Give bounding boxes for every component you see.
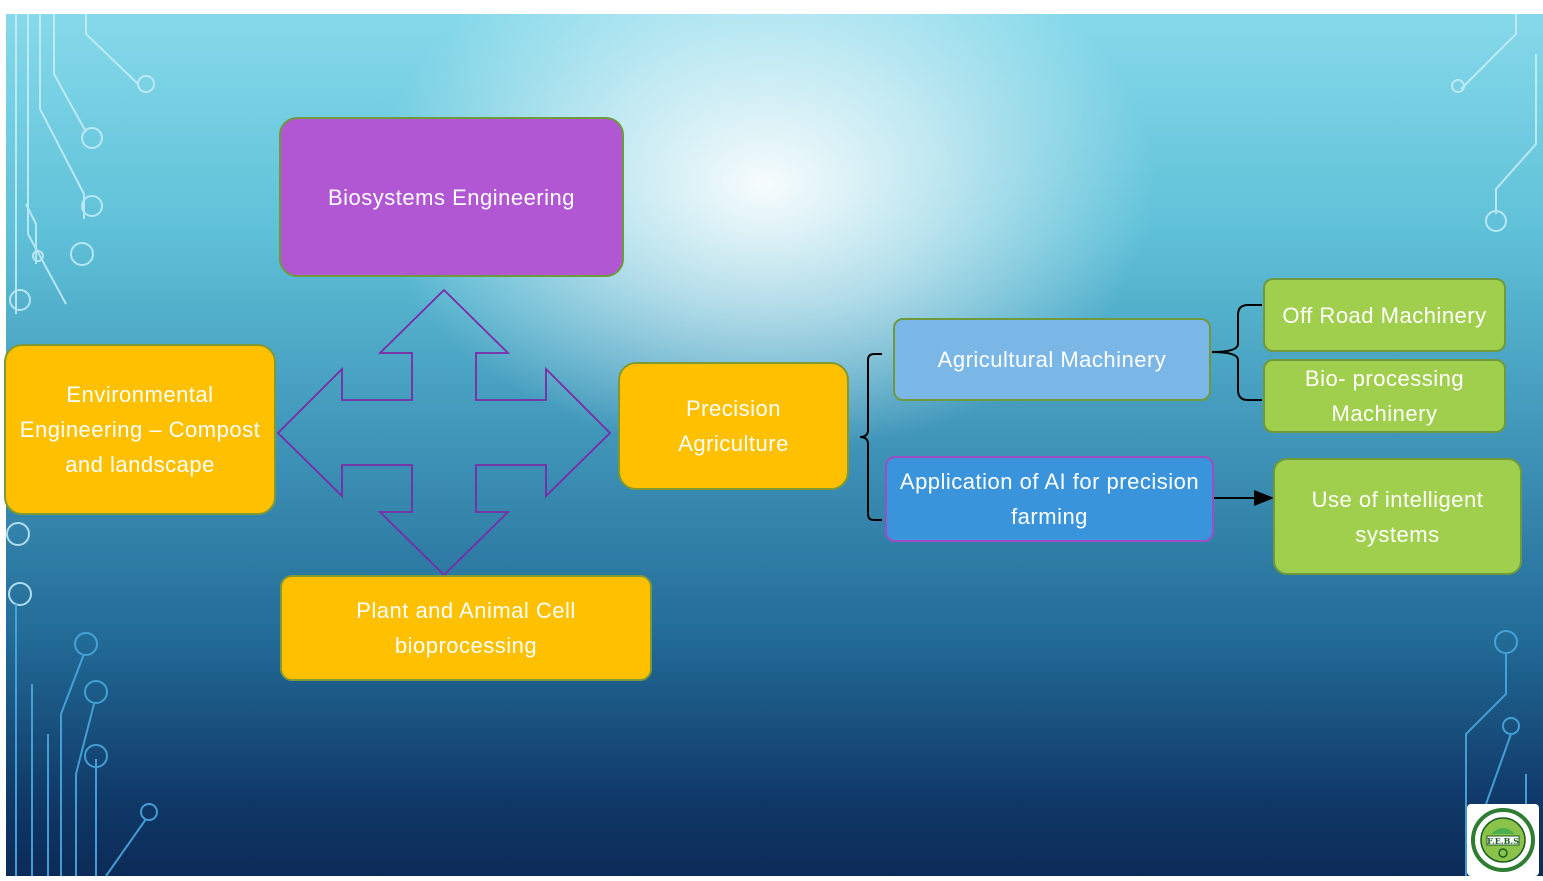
agricultural-machinery-label: Agricultural Machinery bbox=[937, 347, 1167, 372]
febs-logo: F.E.B.S bbox=[1467, 804, 1539, 876]
environmental-engineering-label: Environmental Engineering – Compost and … bbox=[19, 382, 261, 477]
off-road-machinery-box: Off Road Machinery bbox=[1263, 278, 1506, 352]
machinery-bracket bbox=[1211, 304, 1262, 401]
intelligent-systems-box: Use of intelligent systems bbox=[1273, 458, 1522, 575]
precision-agriculture-box: Precision Agriculture bbox=[618, 362, 849, 490]
ai-application-label: Application of AI for precision farming bbox=[899, 469, 1200, 529]
svg-text:F.E.B.S: F.E.B.S bbox=[1487, 836, 1519, 846]
biosystems-engineering-label: Biosystems Engineering bbox=[327, 184, 575, 210]
circuit-decoration bbox=[6, 14, 1537, 876]
agricultural-machinery-box: Agricultural Machinery bbox=[893, 318, 1211, 401]
biosystems-engineering-box: Biosystems Engineering bbox=[279, 117, 624, 277]
plant-animal-cell-label: Plant and Animal Cell bioprocessing bbox=[356, 598, 576, 658]
intelligent-systems-label: Use of intelligent systems bbox=[1311, 486, 1484, 547]
febs-logo-icon: F.E.B.S bbox=[1471, 808, 1535, 872]
four-way-arrow bbox=[276, 288, 612, 577]
environmental-engineering-box: Environmental Engineering – Compost and … bbox=[4, 344, 276, 515]
plant-animal-cell-box: Plant and Animal Cell bioprocessing bbox=[280, 575, 652, 681]
bio-processing-machinery-box: Bio- processing Machinery bbox=[1263, 359, 1506, 433]
off-road-machinery-label: Off Road Machinery bbox=[1282, 302, 1487, 328]
bio-processing-machinery-label: Bio- processing Machinery bbox=[1304, 366, 1465, 426]
precision-bracket bbox=[859, 353, 882, 521]
precision-agriculture-label: Precision Agriculture bbox=[678, 396, 789, 456]
ai-application-box: Application of AI for precision farming bbox=[885, 456, 1214, 542]
